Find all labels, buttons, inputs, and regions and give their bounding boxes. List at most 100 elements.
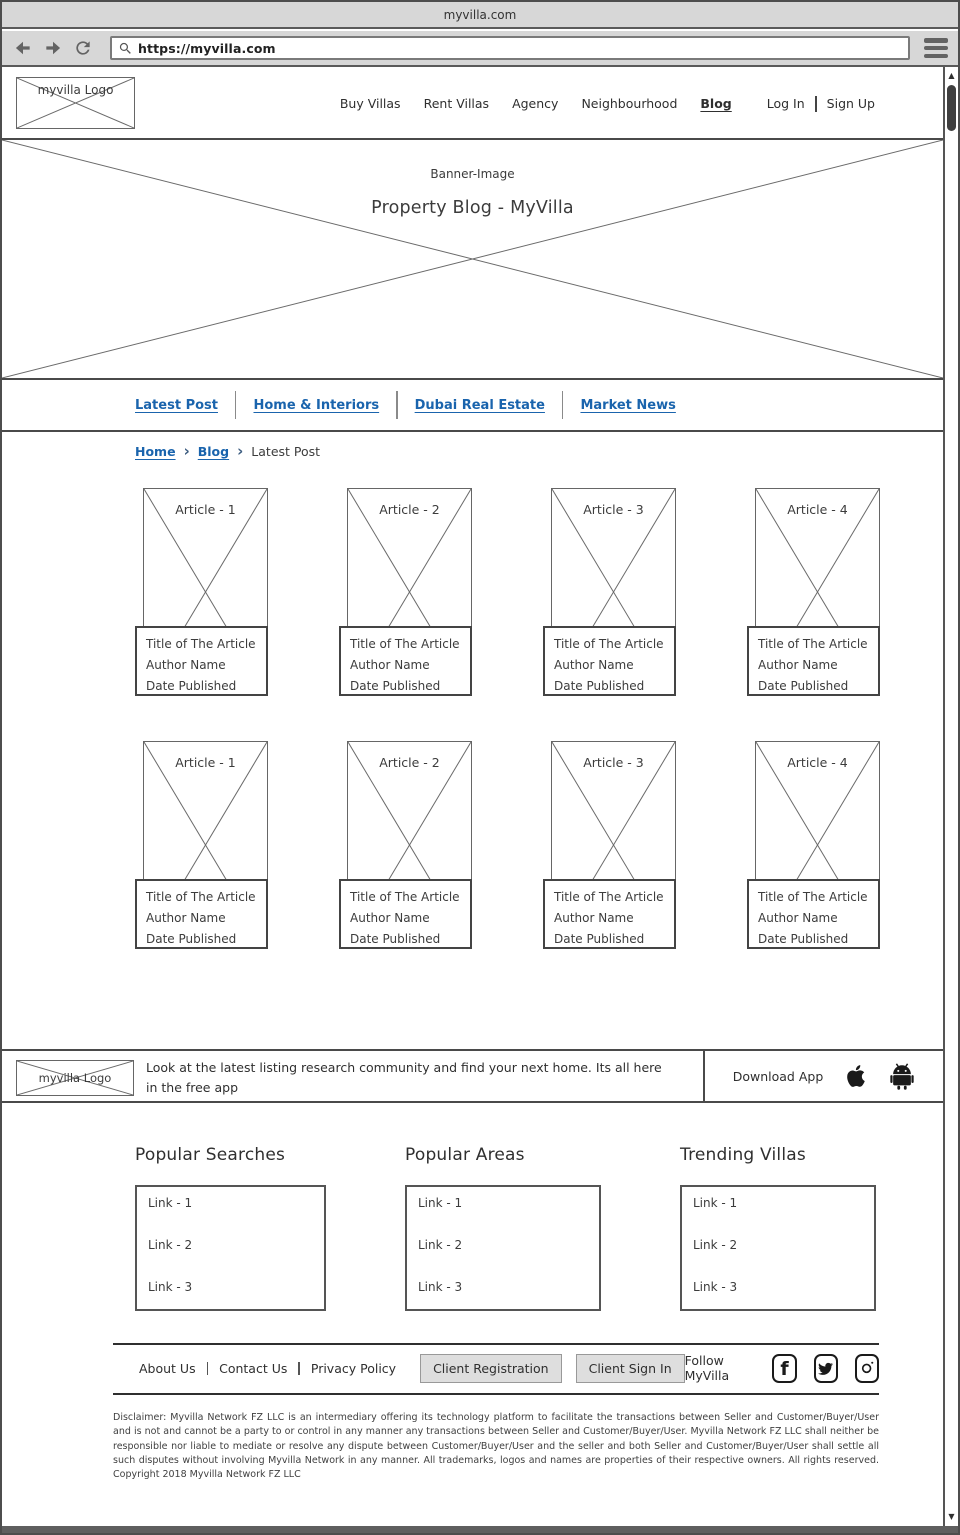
download-app-label: Download App bbox=[732, 1068, 824, 1084]
article-card[interactable]: Article - 2 Title of The Article Author … bbox=[339, 488, 472, 696]
article-grid-row-2: Article - 1 Title of The Article Author … bbox=[135, 741, 880, 949]
article-meta: Title of The Article Author Name Date Pu… bbox=[339, 626, 472, 696]
app-download-band: myvilla Logo Look at the latest listing … bbox=[2, 1049, 943, 1103]
article-card[interactable]: Article - 2 Title of The Article Author … bbox=[339, 741, 472, 949]
article-meta: Title of The Article Author Name Date Pu… bbox=[747, 879, 880, 949]
client-sign-in-button[interactable]: Client Sign In bbox=[575, 1353, 685, 1383]
article-card[interactable]: Article - 1 Title of The Article Author … bbox=[135, 741, 268, 949]
login-link[interactable]: Log In bbox=[766, 96, 805, 111]
divider bbox=[814, 95, 817, 112]
footer-link[interactable]: Link - 3 bbox=[693, 1280, 738, 1294]
nav-buy-villas[interactable]: Buy Villas bbox=[339, 96, 401, 111]
footer-nav-links: About Us Contact Us Privacy Policy bbox=[139, 1361, 396, 1376]
auth-links: Log In Sign Up bbox=[766, 95, 875, 112]
follow-section: Follow MyVilla f bbox=[685, 1353, 880, 1383]
banner-image-placeholder: Banner-Image Property Blog - MyVilla bbox=[2, 140, 943, 380]
tab-separator bbox=[234, 391, 237, 419]
popular-searches-box: Link - 1 Link - 2 Link - 3 bbox=[135, 1185, 326, 1311]
footer-link[interactable]: Link - 3 bbox=[418, 1280, 463, 1294]
twitter-icon[interactable] bbox=[813, 1353, 838, 1383]
article-image-label: Article - 3 bbox=[583, 755, 644, 770]
article-title: Title of The Article bbox=[758, 890, 868, 904]
article-card[interactable]: Article - 4 Title of The Article Author … bbox=[747, 741, 880, 949]
article-card[interactable]: Article - 3 Title of The Article Author … bbox=[543, 741, 676, 949]
main-nav: Buy Villas Rent Villas Agency Neighbourh… bbox=[340, 67, 875, 140]
signup-link[interactable]: Sign Up bbox=[826, 96, 875, 111]
site-logo[interactable]: myvilla Logo bbox=[16, 77, 135, 129]
category-tabs: Latest Post Home & Interiors Dubai Real … bbox=[2, 380, 943, 432]
client-buttons: Client Registration Client Sign In bbox=[420, 1353, 685, 1383]
article-image-label: Article - 1 bbox=[175, 755, 236, 770]
article-card[interactable]: Article - 1 Title of The Article Author … bbox=[135, 488, 268, 696]
trending-villas-box: Link - 1 Link - 2 Link - 3 bbox=[680, 1185, 876, 1311]
window-bottom-edge bbox=[2, 1526, 958, 1533]
breadcrumb-blog[interactable]: Blog bbox=[197, 444, 230, 459]
footer-link[interactable]: Link - 3 bbox=[148, 1280, 193, 1294]
article-image-label: Article - 2 bbox=[379, 502, 440, 517]
url-bar[interactable]: https://myvilla.com bbox=[110, 36, 910, 60]
article-date: Date Published bbox=[350, 932, 441, 946]
scroll-down-icon[interactable]: ▼ bbox=[948, 1512, 955, 1521]
article-date: Date Published bbox=[146, 932, 237, 946]
article-author: Author Name bbox=[146, 911, 226, 925]
footer-link[interactable]: Link - 2 bbox=[693, 1238, 738, 1252]
footer-link[interactable]: Link - 1 bbox=[148, 1196, 193, 1210]
search-icon bbox=[119, 42, 131, 54]
nav-neighbourhood[interactable]: Neighbourhood bbox=[581, 96, 678, 111]
article-title: Title of The Article bbox=[146, 637, 256, 651]
contact-us-link[interactable]: Contact Us bbox=[219, 1360, 288, 1376]
back-icon[interactable] bbox=[12, 37, 34, 59]
download-app: Download App bbox=[705, 1051, 943, 1101]
scroll-up-icon[interactable]: ▲ bbox=[948, 71, 955, 80]
refresh-icon[interactable] bbox=[72, 37, 94, 59]
article-date: Date Published bbox=[554, 932, 645, 946]
logo-label: myvilla Logo bbox=[37, 83, 114, 97]
breadcrumb: Home › Blog › Latest Post bbox=[135, 442, 320, 460]
facebook-icon[interactable]: f bbox=[772, 1353, 797, 1383]
footer-link[interactable]: Link - 1 bbox=[418, 1196, 463, 1210]
about-us-link[interactable]: About Us bbox=[139, 1360, 196, 1376]
app-promo-text: Look at the latest listing research comm… bbox=[146, 1060, 662, 1095]
browser-toolbar: https://myvilla.com bbox=[2, 31, 958, 67]
tab-separator bbox=[396, 391, 398, 419]
privacy-policy-link[interactable]: Privacy Policy bbox=[310, 1360, 397, 1376]
article-title: Title of The Article bbox=[146, 890, 256, 904]
nav-agency[interactable]: Agency bbox=[512, 96, 559, 111]
apple-icon[interactable] bbox=[843, 1062, 869, 1090]
article-author: Author Name bbox=[350, 911, 430, 925]
footer-link[interactable]: Link - 1 bbox=[693, 1196, 738, 1210]
instagram-icon[interactable] bbox=[854, 1353, 880, 1383]
disclaimer-text: Disclaimer: Myvilla Network FZ LLC is an… bbox=[113, 1412, 879, 1480]
article-date: Date Published bbox=[350, 679, 441, 693]
heading-trending-villas: Trending Villas bbox=[680, 1145, 806, 1165]
android-icon[interactable] bbox=[889, 1062, 915, 1090]
window-titlebar: myvilla.com bbox=[2, 2, 958, 29]
footer-link[interactable]: Link - 2 bbox=[418, 1238, 463, 1252]
article-meta: Title of The Article Author Name Date Pu… bbox=[135, 626, 268, 696]
chevron-right-icon: › bbox=[183, 442, 190, 460]
article-image-label: Article - 3 bbox=[583, 502, 644, 517]
tab-market-news[interactable]: Market News bbox=[580, 397, 676, 413]
article-meta: Title of The Article Author Name Date Pu… bbox=[543, 626, 676, 696]
page-title: Property Blog - MyVilla bbox=[371, 198, 574, 218]
scrollbar-thumb[interactable] bbox=[947, 85, 956, 131]
breadcrumb-home[interactable]: Home bbox=[135, 444, 176, 459]
nav-blog[interactable]: Blog bbox=[700, 96, 732, 111]
client-registration-button[interactable]: Client Registration bbox=[420, 1353, 562, 1383]
tab-separator bbox=[561, 391, 564, 419]
article-card[interactable]: Article - 4 Title of The Article Author … bbox=[747, 488, 880, 696]
tab-home-interiors[interactable]: Home & Interiors bbox=[253, 397, 380, 413]
tab-dubai-real-estate[interactable]: Dubai Real Estate bbox=[414, 397, 545, 413]
nav-rent-villas[interactable]: Rent Villas bbox=[423, 96, 490, 111]
forward-icon[interactable] bbox=[42, 37, 64, 59]
article-grid-row-1: Article - 1 Title of The Article Author … bbox=[135, 488, 880, 696]
footer-logo: myvilla Logo bbox=[16, 1060, 134, 1096]
tab-latest-post[interactable]: Latest Post bbox=[135, 397, 218, 413]
divider bbox=[113, 1343, 879, 1345]
article-card[interactable]: Article - 3 Title of The Article Author … bbox=[543, 488, 676, 696]
footer-link[interactable]: Link - 2 bbox=[148, 1238, 193, 1252]
article-meta: Title of The Article Author Name Date Pu… bbox=[543, 879, 676, 949]
article-image-label: Article - 4 bbox=[787, 502, 848, 517]
menu-icon[interactable] bbox=[924, 38, 948, 58]
scrollbar[interactable]: ▲ ▼ bbox=[943, 67, 958, 1526]
